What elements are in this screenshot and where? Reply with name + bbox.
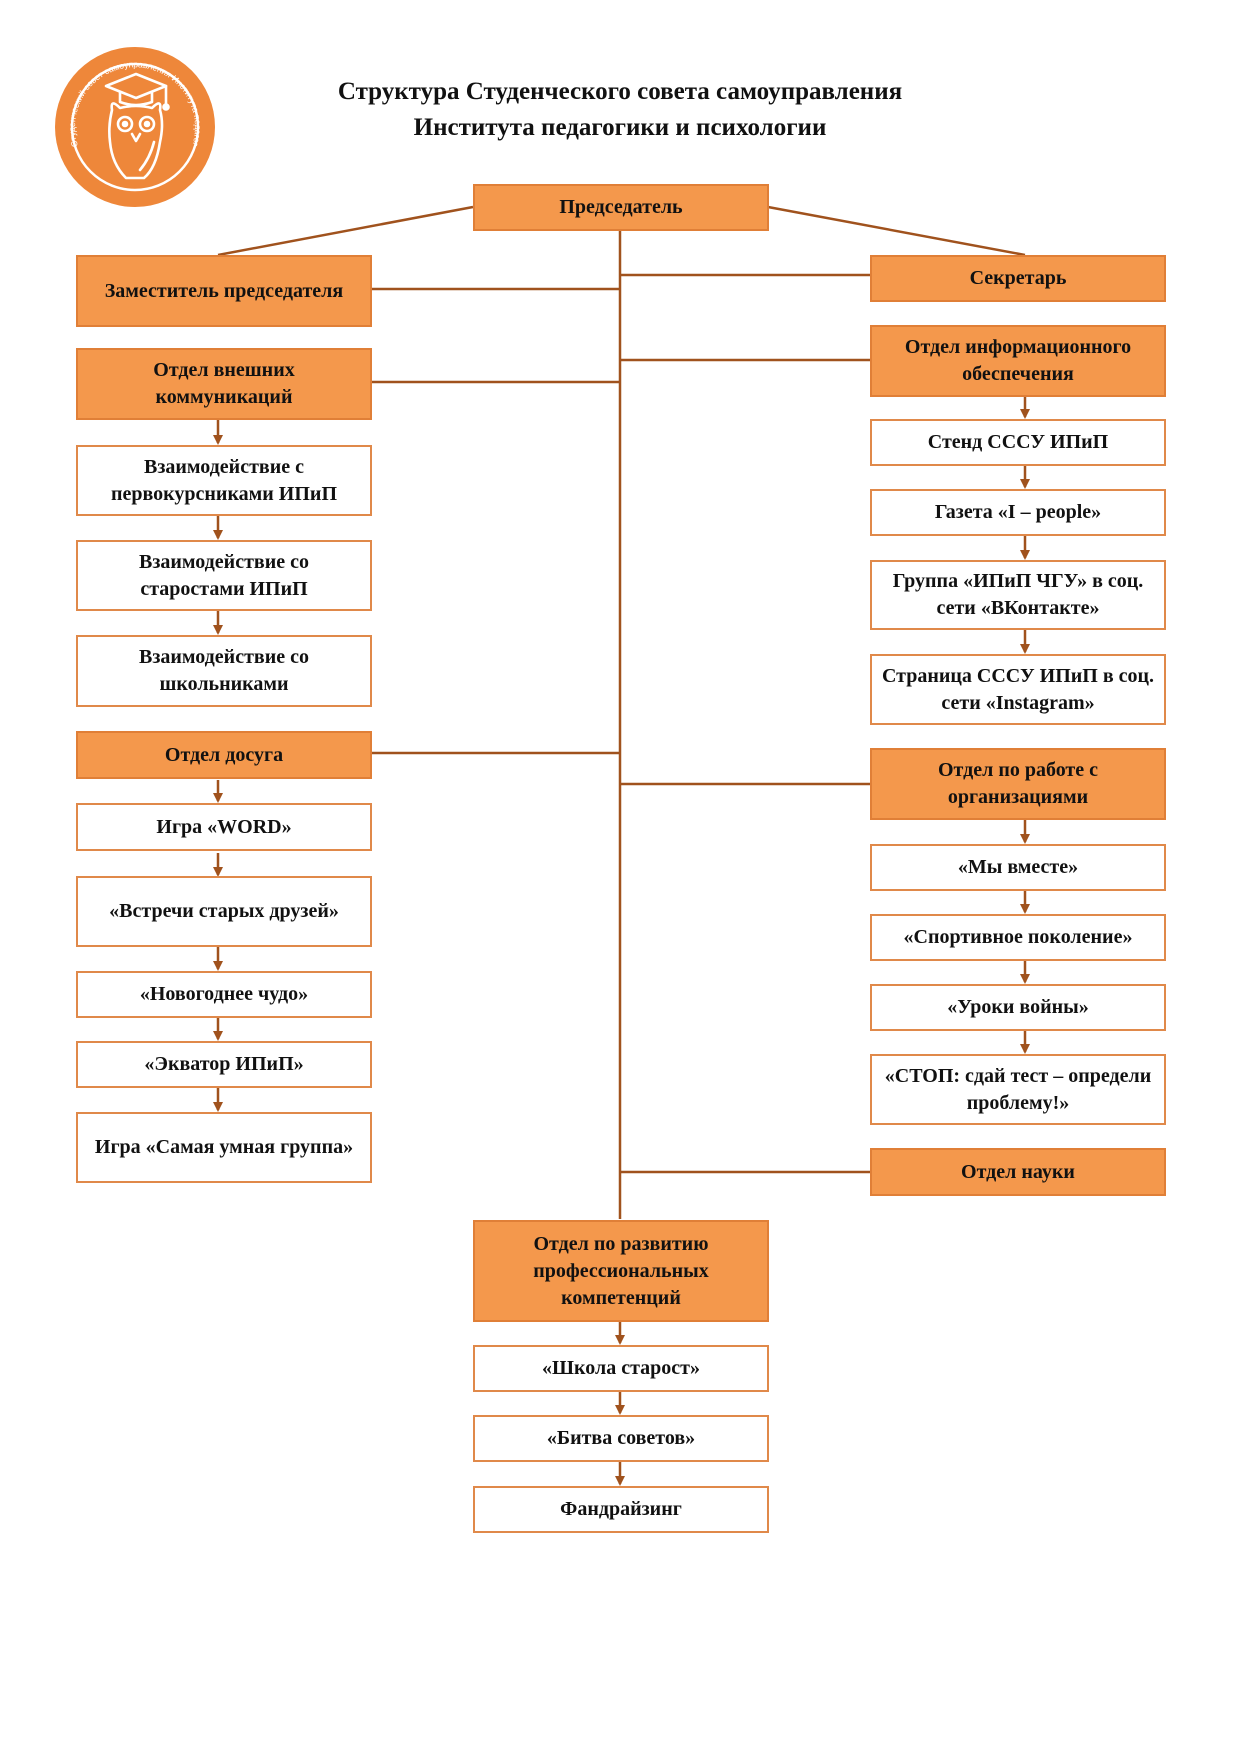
node-org-war-lessons: «Уроки войны» [870,984,1166,1031]
node-ext-monitors: Взаимодействие со старостами ИПиП [76,540,372,611]
node-secretary: Секретарь [870,255,1166,302]
owl-graduation-cap-icon [104,72,170,180]
chairman-to-deputy-line [217,205,474,257]
node-external-communications: Отдел внешних коммуникаций [76,348,372,420]
node-leisure-word: Игра «WORD» [76,803,372,851]
node-info-vk-group: Группа «ИПиП ЧГУ» в соц. сети «ВКонтакте… [870,560,1166,630]
node-info-stand: Стенд СССУ ИПиП [870,419,1166,466]
node-leisure-new-year: «Новогоднее чудо» [76,971,372,1018]
node-info-support: Отдел информационного обеспечения [870,325,1166,397]
node-leisure: Отдел досуга [76,731,372,779]
node-deputy: Заместитель председателя [76,255,372,327]
page-title-line-2: Института педагогики и психологии [413,114,827,141]
node-prof-battle-of-councils: «Битва советов» [473,1415,769,1462]
node-professional-competencies: Отдел по развитию профессиональных компе… [473,1220,769,1322]
page-title-line-1: Структура Студенческого совета самоуправ… [337,78,903,105]
node-info-newspaper: Газета «I – people» [870,489,1166,536]
node-leisure-smart-group: Игра «Самая умная группа» [76,1112,372,1183]
node-organizations: Отдел по работе с организациями [870,748,1166,820]
node-chairman: Председатель [473,184,769,231]
page-title: Структура Студенческого совета самоуправ… [250,74,990,146]
node-org-stop-test: «СТОП: сдай тест – определи проблему!» [870,1054,1166,1125]
node-ext-schoolchildren: Взаимодействие со школьниками [76,635,372,707]
node-info-instagram: Страница СССУ ИПиП в соц. сети «Instagra… [870,654,1166,725]
node-ext-freshmen: Взаимодействие с первокурсниками ИПиП [76,445,372,516]
node-org-sport-generation: «Спортивное поколение» [870,914,1166,961]
node-prof-monitors-school: «Школа старост» [473,1345,769,1392]
node-leisure-equator: «Экватор ИПиП» [76,1041,372,1088]
council-logo: Студенческий совет самоуправления Инстит… [54,46,215,207]
chairman-to-secretary-line [767,205,1026,257]
node-org-together: «Мы вместе» [870,844,1166,891]
node-science: Отдел науки [870,1148,1166,1196]
node-prof-fundraising: Фандрайзинг [473,1486,769,1533]
node-leisure-old-friends: «Встречи старых друзей» [76,876,372,947]
